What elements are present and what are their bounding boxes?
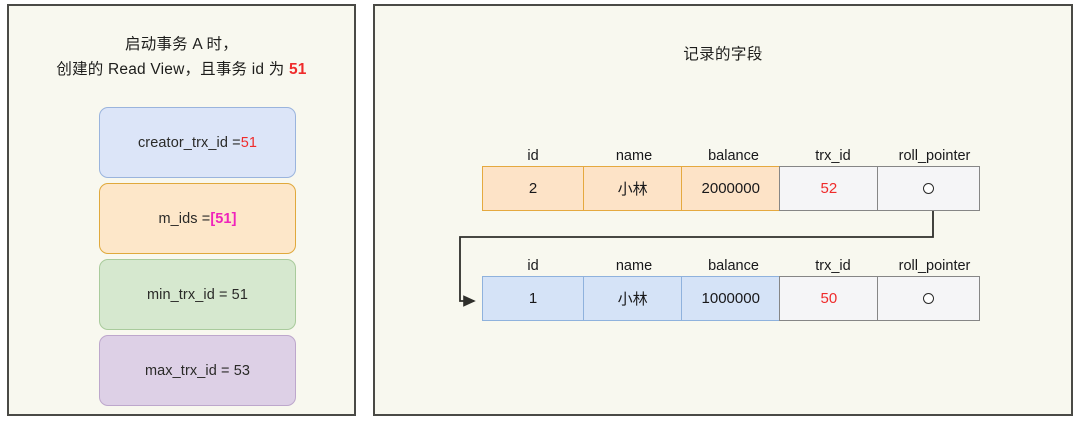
roll-pointer-circle-icon: [923, 293, 935, 304]
read-view-caption-line-1: 启动事务 A 时，: [125, 36, 238, 53]
record-table-header: id name balance trx_id roll_pointer: [482, 249, 986, 276]
record-table-header: id name balance trx_id roll_pointer: [482, 139, 986, 166]
column-header-roll-pointer: roll_pointer: [898, 148, 971, 164]
column-header-name: name: [615, 258, 653, 274]
cell-balance: 2000000: [681, 166, 781, 211]
read-view-field-min-trx-id-label: min_trx_id = 51: [146, 286, 249, 303]
read-view-field-creator-trx-id-value: 51: [240, 134, 258, 151]
cell-id: 2: [482, 166, 584, 211]
cell-roll-pointer: [877, 276, 981, 321]
column-header-id: id: [527, 148, 539, 164]
read-view-field-max-trx-id-label: max_trx_id = 53: [144, 362, 251, 379]
table-row: 2 小林 2000000 52: [482, 166, 986, 211]
cell-roll-pointer: [877, 166, 981, 211]
table-row: 1 小林 1000000 50: [482, 276, 986, 321]
record-table-row-1: id name balance trx_id roll_pointer 1 小林…: [482, 249, 986, 321]
column-header-roll-pointer: roll_pointer: [898, 258, 971, 274]
read-view-field-m-ids-value: [51]: [210, 210, 237, 227]
cell-name: 小林: [582, 276, 683, 321]
read-view-field-m-ids: m_ids = [51]: [99, 183, 296, 254]
read-view-caption-trx-id-value: 51: [288, 61, 307, 78]
read-view-caption: 启动事务 A 时， 创建的 Read View，且事务 id 为 51: [9, 32, 354, 82]
read-view-caption-line-2-text: 创建的 Read View，且事务 id 为: [56, 61, 289, 78]
roll-pointer-circle-icon: [923, 183, 935, 194]
read-view-caption-line-2: 创建的 Read View，且事务 id 为 51: [9, 57, 354, 82]
column-header-name: name: [615, 148, 653, 164]
column-header-id: id: [527, 258, 539, 274]
record-table-row-2: id name balance trx_id roll_pointer 2 小林…: [482, 139, 986, 211]
cell-trx-id: 50: [778, 276, 879, 321]
read-view-field-creator-trx-id: creator_trx_id = 51: [99, 107, 296, 178]
record-fields-title: 记录的字段: [683, 46, 763, 63]
read-view-field-min-trx-id: min_trx_id = 51: [99, 259, 296, 330]
cell-trx-id-value: 50: [820, 290, 838, 307]
column-header-balance: balance: [708, 148, 759, 164]
read-view-field-m-ids-label: m_ids =: [158, 210, 211, 227]
read-view-field-creator-trx-id-label: creator_trx_id =: [137, 134, 241, 151]
read-view-field-max-trx-id: max_trx_id = 53: [99, 335, 296, 406]
cell-id: 1: [482, 276, 584, 321]
cell-balance: 1000000: [681, 276, 781, 321]
column-header-trx-id: trx_id: [815, 258, 851, 274]
column-header-balance: balance: [708, 258, 759, 274]
read-view-panel: 启动事务 A 时， 创建的 Read View，且事务 id 为 51 crea…: [7, 4, 356, 416]
cell-trx-id: 52: [778, 166, 879, 211]
cell-name: 小林: [582, 166, 683, 211]
cell-trx-id-value: 52: [820, 180, 838, 197]
column-header-trx-id: trx_id: [815, 148, 851, 164]
